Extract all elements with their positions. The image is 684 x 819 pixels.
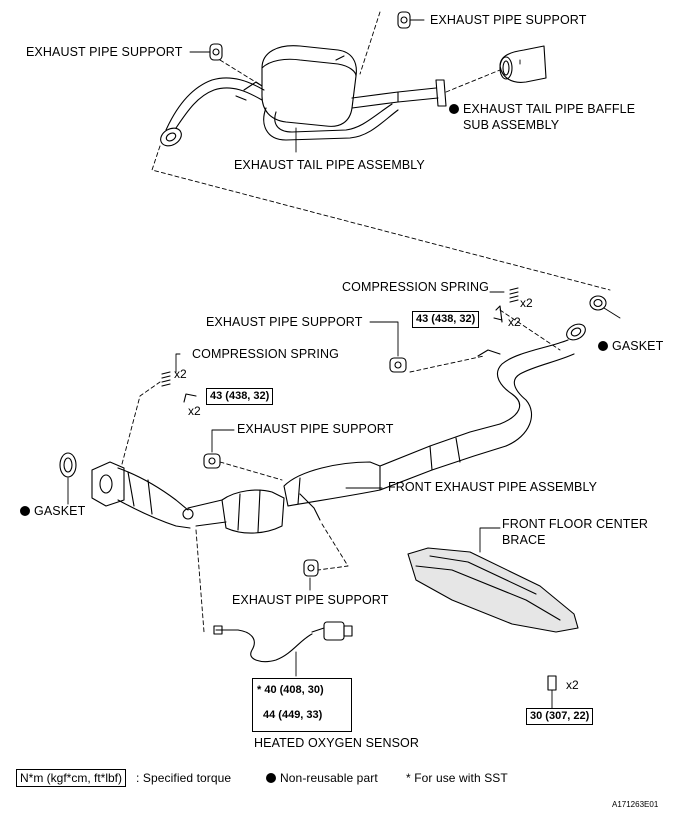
torque-left-nut: 43 (438, 32) — [206, 388, 274, 405]
label-exhaust-pipe-support-top-left: EXHAUST PIPE SUPPORT — [26, 45, 183, 59]
tail-pipe-assembly-drawing — [160, 45, 447, 147]
label-compression-spring-right: COMPRESSION SPRING — [342, 280, 489, 294]
label-compression-spring-left: COMPRESSION SPRING — [192, 347, 339, 361]
springs-and-bolts — [161, 287, 557, 691]
label-exhaust-pipe-support-bottom: EXHAUST PIPE SUPPORT — [232, 593, 389, 607]
non-reusable-dot-icon — [449, 104, 459, 114]
label-exhaust-pipe-support-mid: EXHAUST PIPE SUPPORT — [206, 315, 363, 329]
leader-lines — [67, 19, 621, 709]
label-exhaust-tail-pipe-assembly: EXHAUST TAIL PIPE ASSEMBLY — [234, 158, 425, 172]
front-pipe-assembly-drawing — [59, 295, 607, 534]
legend-unit-box: N*m (kgf*cm, ft*lbf) — [16, 769, 127, 787]
label-exhaust-pipe-support-top-right: EXHAUST PIPE SUPPORT — [430, 13, 587, 27]
torque-oxygen-sensor-sst: * 40 (408, 30) — [257, 684, 324, 696]
qty-spring-left: x2 — [174, 367, 187, 381]
top-support-rubbers — [209, 11, 411, 61]
legend-non-reusable: Non-reusable part — [266, 771, 378, 786]
qty-brace-bolt: x2 — [566, 678, 579, 692]
oxygen-sensor-drawing — [213, 621, 353, 663]
floor-brace-drawing — [407, 547, 579, 633]
label-front-floor-center-brace-line2: BRACE — [502, 533, 546, 547]
middle-support-rubbers — [203, 357, 407, 577]
label-gasket-right: GASKET — [598, 339, 663, 354]
label-front-floor-center-brace: FRONT FLOOR CENTER — [502, 517, 649, 531]
legend-sst-note: * For use with SST — [406, 771, 508, 785]
torque-brace-bolt: 30 (307, 22) — [526, 708, 594, 725]
label-heated-oxygen-sensor: HEATED OXYGEN SENSOR — [254, 736, 419, 750]
tail-pipe-baffle-drawing — [499, 45, 547, 83]
non-reusable-dot-icon — [20, 506, 30, 516]
torque-right-nut: 43 (438, 32) — [412, 311, 480, 328]
torque-oxygen-sensor: 44 (449, 33) — [263, 709, 323, 721]
qty-spring-right: x2 — [520, 296, 533, 310]
dashed-alignment-lines — [121, 11, 611, 633]
label-gasket-left: GASKET — [20, 504, 85, 519]
qty-bolt-left: x2 — [188, 404, 201, 418]
label-front-exhaust-pipe-assembly: FRONT EXHAUST PIPE ASSEMBLY — [388, 480, 598, 494]
non-reusable-dot-icon — [598, 341, 608, 351]
non-reusable-dot-icon — [266, 773, 276, 783]
qty-bolt-right: x2 — [508, 315, 521, 329]
torque-oxygen-sensor-box: * 40 (408, 30) 44 (449, 33) — [252, 678, 352, 732]
label-tail-pipe-baffle: EXHAUST TAIL PIPE BAFFLE — [449, 102, 635, 117]
legend-unit-desc: : Specified torque — [136, 771, 232, 785]
label-exhaust-pipe-support-center: EXHAUST PIPE SUPPORT — [237, 422, 394, 436]
label-tail-pipe-baffle-line2: SUB ASSEMBLY — [463, 118, 560, 132]
figure-id: A171263E01 — [612, 800, 659, 809]
